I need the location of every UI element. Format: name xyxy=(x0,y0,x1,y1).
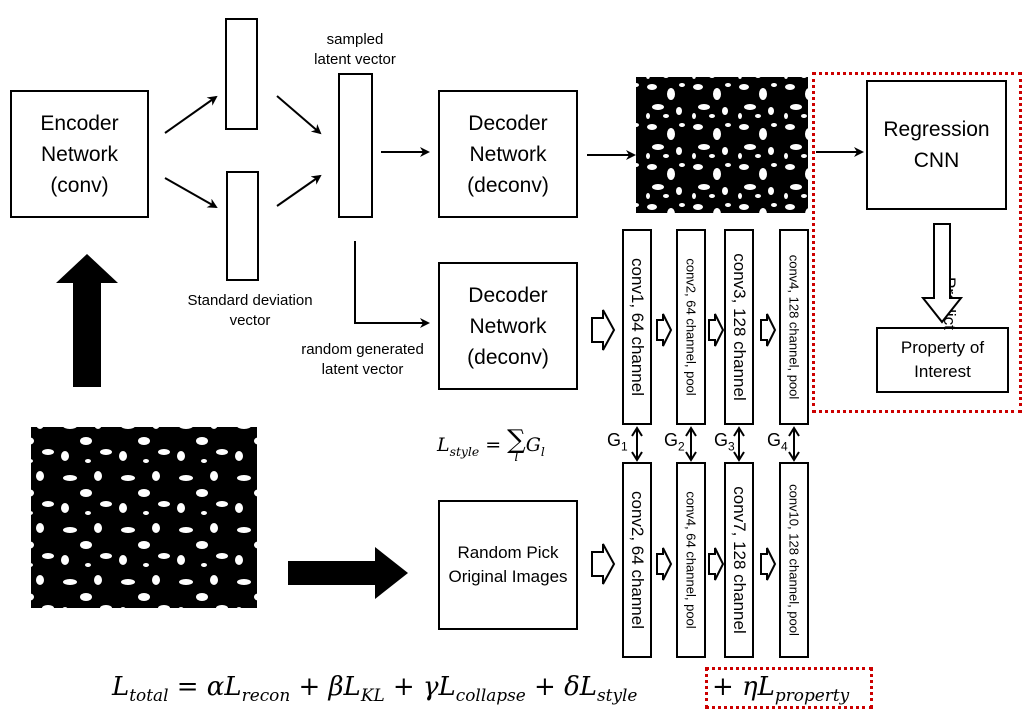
gram-1: G1 xyxy=(607,430,628,454)
predict-hollow-down-arrow xyxy=(920,223,964,324)
hollow-arrow-pick-orig xyxy=(591,543,616,585)
gram-2: G2 xyxy=(664,430,685,454)
gen-layer-3: conv3, 128 channel xyxy=(724,229,754,425)
arrow-enc-mean xyxy=(164,95,218,134)
hollow-arrow-orig-12 xyxy=(656,547,673,581)
thick-up-arrow xyxy=(56,254,118,387)
arrow-random-decoder xyxy=(354,241,430,328)
orig-layer-1: conv2, 64 channel xyxy=(622,462,652,658)
decoder-top-box: Decoder Network (deconv) xyxy=(438,90,578,218)
encoder-line1: Encoder xyxy=(40,111,119,135)
regression-cnn-box: Regression CNN xyxy=(866,80,1007,210)
gram-3: G3 xyxy=(714,430,735,454)
orig-layer-4: conv10, 128 channel, pool xyxy=(779,462,809,658)
arrow-std-sampled xyxy=(276,174,322,207)
thick-right-arrow xyxy=(288,547,408,599)
encoder-line3: (conv) xyxy=(50,173,109,197)
gram-double-arrows xyxy=(631,426,800,462)
sampled-latent-vector xyxy=(338,73,373,218)
stddev-vector xyxy=(226,171,259,281)
orig-layer-2: conv4, 64 channel, pool xyxy=(676,462,706,658)
hollow-arrow-gen-12 xyxy=(656,313,673,347)
random-pick-box: Random Pick Original Images xyxy=(438,500,578,630)
mean-vector xyxy=(225,18,258,130)
arrow-mean-sampled xyxy=(276,95,322,135)
property-term-red-box xyxy=(705,667,873,709)
total-loss-equation: Ltotal = αLrecon + βLKL + γLcollapse + δ… xyxy=(112,672,638,706)
gen-layer-1: conv1, 64 channel xyxy=(622,229,652,425)
hollow-arrow-dec-gen xyxy=(591,309,616,351)
property-red-dotted-box xyxy=(812,72,1022,413)
hollow-arrow-gen-23 xyxy=(708,313,725,347)
property-box: Property of Interest xyxy=(876,327,1009,393)
encoder-line2: Network xyxy=(40,142,119,166)
decoder-bottom-box: Decoder Network (deconv) xyxy=(438,262,578,390)
hollow-arrow-orig-34 xyxy=(760,547,777,581)
encoder-network-box: Encoder Network (conv) xyxy=(10,90,149,218)
gen-layer-4: conv4, 128 channel, pool xyxy=(779,229,809,425)
gram-4: G4 xyxy=(767,430,788,454)
gen-layer-2: conv2, 64 channel, pool xyxy=(676,229,706,425)
property-loss-term: + ηLproperty xyxy=(712,672,850,706)
hollow-arrow-orig-23 xyxy=(708,547,725,581)
hollow-arrow-gen-34 xyxy=(760,313,777,347)
arrow-enc-std xyxy=(164,177,218,208)
orig-layer-3: conv7, 128 channel xyxy=(724,462,754,658)
original-image xyxy=(31,427,257,608)
reconstructed-image xyxy=(636,77,808,213)
